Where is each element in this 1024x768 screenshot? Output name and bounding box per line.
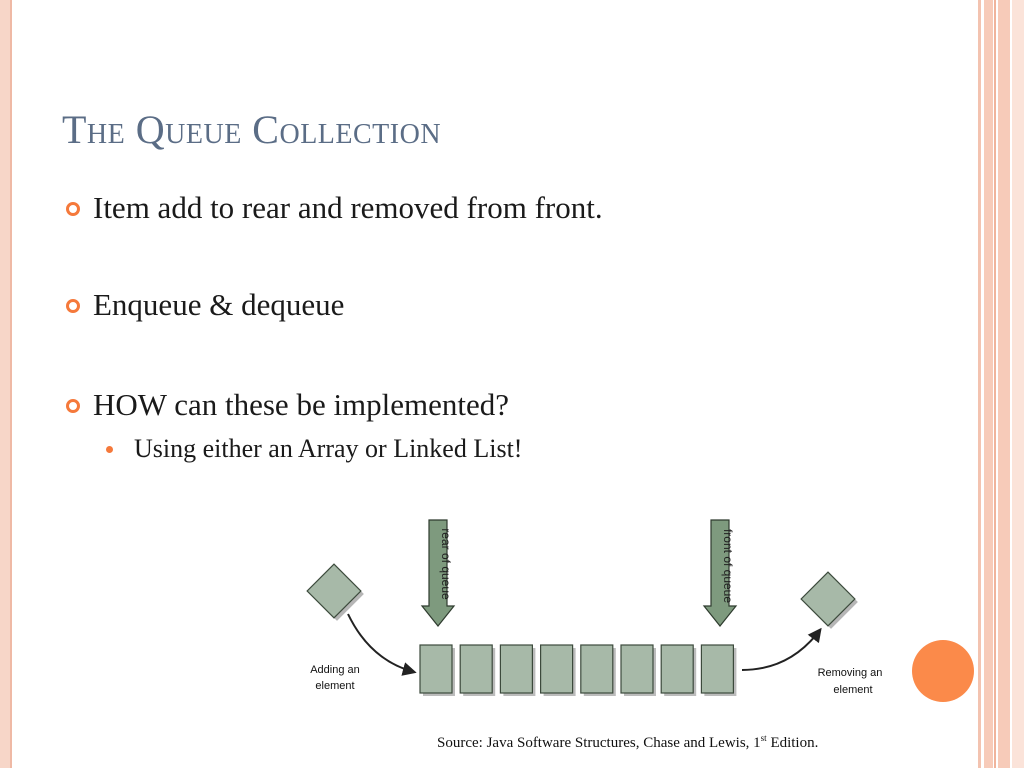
rear-of-queue-arrow: rear of queue [420, 519, 456, 627]
left-border-line [10, 0, 12, 768]
queue-block [660, 644, 694, 694]
bullet-ring-icon [66, 399, 80, 413]
right-border-edge [1012, 0, 1024, 768]
source-citation: Source: Java Software Structures, Chase … [437, 733, 819, 752]
bullet-ring-icon [66, 299, 80, 313]
adding-label-1: Adding an [310, 664, 360, 676]
queue-block [459, 644, 493, 694]
outgoing-element [800, 571, 858, 629]
right-border-line [994, 0, 996, 768]
bullet-text: HOW can these be implemented? [93, 387, 510, 422]
queue-block [620, 644, 654, 694]
front-of-queue-arrow: front of queue [702, 519, 738, 627]
incoming-element [306, 563, 364, 621]
slide-title: The Queue Collection [62, 107, 442, 152]
rear-of-queue-label: rear of queue [439, 528, 453, 600]
front-of-queue-label: front of queue [721, 529, 735, 603]
queue-diagram: Adding an element rear of queue front of… [306, 519, 883, 696]
bullet-ring-icon [66, 202, 80, 216]
left-border [0, 0, 10, 768]
source-superscript: st [760, 733, 767, 743]
queue-block [540, 644, 574, 694]
remove-arrow [741, 627, 822, 671]
source-prefix: Source: Java Software Structures, Chase … [437, 735, 761, 751]
sub-bullet-dot-icon [106, 446, 113, 453]
removing-label-1: Removing an [818, 667, 883, 679]
adding-label-2: element [315, 680, 354, 692]
queue-block [580, 644, 614, 694]
source-suffix: Edition. [766, 735, 819, 751]
queue-block [700, 644, 734, 694]
bullet-text: Enqueue & dequeue [93, 287, 345, 322]
queue-block [419, 644, 453, 694]
right-border-band-outer [998, 0, 1010, 768]
decorative-circle [912, 640, 974, 702]
right-border-band [984, 0, 993, 768]
add-arrow [347, 613, 417, 676]
queue-blocks [419, 644, 737, 696]
bullet-text: Item add to rear and removed from front. [93, 190, 603, 225]
removing-label-2: element [833, 684, 872, 696]
queue-block [499, 644, 533, 694]
right-border-inner [978, 0, 981, 768]
sub-bullet-text: Using either an Array or Linked List! [134, 434, 523, 463]
